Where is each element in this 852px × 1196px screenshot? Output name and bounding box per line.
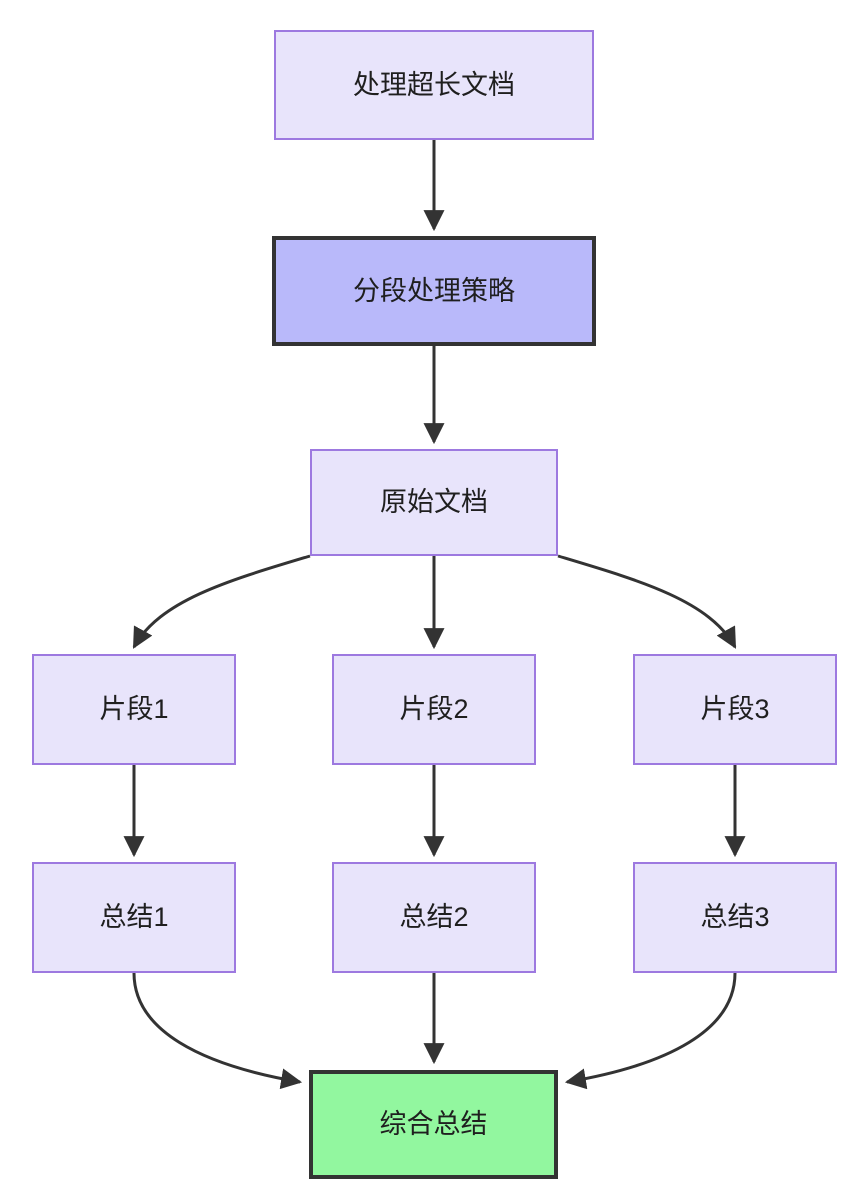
node-fragment-2[interactable]: 片段2: [332, 654, 536, 765]
node-summary-2[interactable]: 总结2: [332, 862, 536, 973]
node-fragment-3-label: 片段3: [700, 694, 770, 725]
node-fragment-1-label: 片段1: [99, 694, 169, 725]
node-strategy[interactable]: 分段处理策略: [272, 236, 596, 346]
edge-source-to-frag1: [132, 554, 311, 649]
node-fragment-1[interactable]: 片段1: [32, 654, 236, 765]
node-source-label: 原始文档: [380, 487, 488, 518]
node-summary-2-label: 总结2: [399, 902, 469, 933]
node-source-document[interactable]: 原始文档: [310, 449, 558, 556]
edge-sum3-to-final: [564, 972, 737, 1090]
node-final-summary-label: 综合总结: [379, 1109, 488, 1140]
node-fragment-2-label: 片段2: [399, 694, 469, 725]
node-fragment-3[interactable]: 片段3: [633, 654, 837, 765]
node-summary-1[interactable]: 总结1: [32, 862, 236, 973]
node-start-label: 处理超长文档: [353, 69, 515, 100]
node-start[interactable]: 处理超长文档: [274, 30, 594, 140]
edge-sum1-to-final: [132, 972, 303, 1090]
edge-source-to-frag3: [557, 554, 737, 649]
node-final-summary[interactable]: 综合总结: [309, 1070, 558, 1179]
node-summary-3-label: 总结3: [700, 902, 770, 933]
node-summary-1-label: 总结1: [99, 902, 169, 933]
node-summary-3[interactable]: 总结3: [633, 862, 837, 973]
node-strategy-label: 分段处理策略: [353, 275, 515, 306]
